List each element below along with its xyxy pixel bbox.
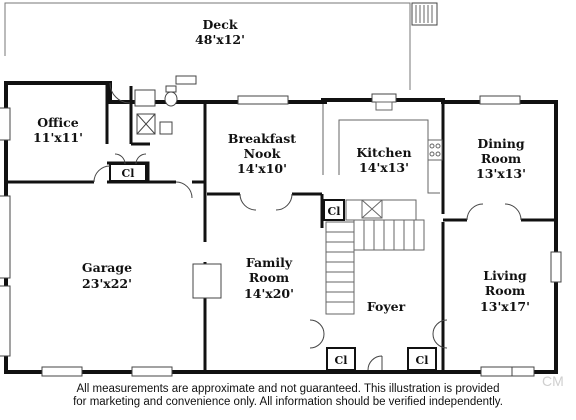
breakfast-nook-size: 14'x10' <box>237 161 287 176</box>
disclaimer-line-1: All measurements are approximate and not… <box>76 383 500 395</box>
dining-room-size: 13'x13' <box>476 166 526 181</box>
room-labels: Deck 48'x12' Office 11'x11' Breakfast No… <box>33 17 530 314</box>
foyer-closet-left-label: Cl <box>335 354 348 367</box>
family-room-size: 14'x20' <box>244 286 294 301</box>
bathroom-fixtures <box>134 85 178 135</box>
deck-outline <box>4 2 438 90</box>
office-closet-label: Cl <box>122 167 135 180</box>
watermark: CM <box>542 373 564 389</box>
windows <box>0 75 562 377</box>
dining-room-label: Dining <box>477 136 525 151</box>
breakfast-nook-label-2: Nook <box>244 146 281 161</box>
disclaimer-line-2: for marketing and convenience only. All … <box>73 396 503 408</box>
foyer-closet-right-label: Cl <box>416 354 429 367</box>
interior-walls <box>8 85 554 370</box>
closets <box>109 163 437 371</box>
exterior-walls <box>4 81 558 374</box>
deck-label: Deck <box>202 17 237 32</box>
fireplace <box>192 263 222 299</box>
disclaimer: All measurements are approximate and not… <box>0 383 576 409</box>
dining-room-label-2: Room <box>481 151 521 166</box>
garage-label: Garage <box>82 260 132 275</box>
kitchen-closet-label: Cl <box>328 205 341 218</box>
office-label: Office <box>37 115 79 130</box>
garage-size: 23'x22' <box>82 276 132 291</box>
doors <box>93 82 522 371</box>
staircase <box>325 219 425 315</box>
office-size: 11'x11' <box>33 130 83 145</box>
closet-labels: Cl Cl Cl Cl <box>122 167 429 367</box>
kitchen-size: 14'x13' <box>359 160 409 175</box>
breakfast-nook-label: Breakfast <box>228 131 296 146</box>
kitchen-label: Kitchen <box>356 145 411 160</box>
living-room-label-2: Room <box>485 283 525 298</box>
family-room-label: Family <box>246 255 293 270</box>
foyer-label: Foyer <box>367 299 406 314</box>
deck-size: 48'x12' <box>195 32 245 47</box>
living-room-size: 13'x17' <box>480 299 530 314</box>
family-room-label-2: Room <box>249 270 289 285</box>
living-room-label: Living <box>483 268 527 283</box>
kitchen-counters <box>322 101 443 221</box>
